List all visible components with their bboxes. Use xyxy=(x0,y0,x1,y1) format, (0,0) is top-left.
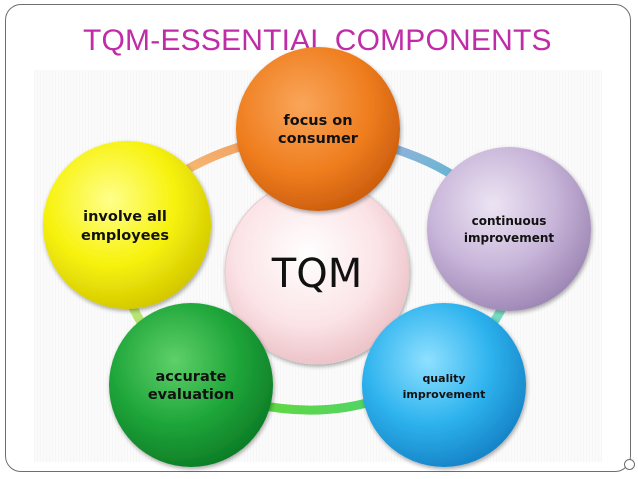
node-accurate-label-1: accurate xyxy=(156,369,227,385)
node-quality-label-1: quality xyxy=(422,372,465,385)
slide-corner-dot xyxy=(624,459,635,470)
node-focus-label-2: consumer xyxy=(278,131,359,147)
node-focus-label-1: focus on xyxy=(283,113,352,129)
node-continuous-label-2: improvement xyxy=(464,231,555,245)
node-focus-on-consumer xyxy=(236,47,400,211)
node-involve-label-2: employees xyxy=(81,228,169,244)
node-accurate-label-2: evaluation xyxy=(148,387,234,403)
node-involve-label-1: involve all xyxy=(83,209,167,225)
node-involve-all-employees xyxy=(43,141,211,309)
node-accurate-evaluation xyxy=(109,303,273,467)
node-continuous-label-1: continuous xyxy=(472,214,547,228)
node-continuous-improvement xyxy=(427,147,591,311)
center-label: TQM xyxy=(271,251,362,297)
node-quality-label-2: improvement xyxy=(403,388,486,401)
node-quality-improvement xyxy=(362,303,526,467)
